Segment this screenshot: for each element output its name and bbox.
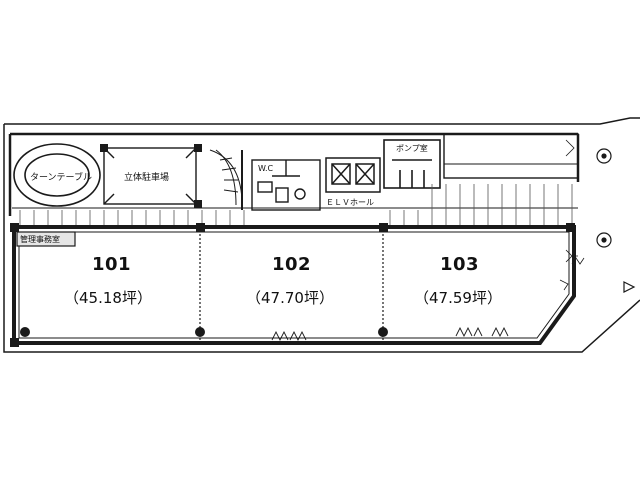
corridor-hatch — [12, 184, 578, 226]
unit-103-number: 103 — [440, 254, 480, 275]
site-markers — [596, 148, 636, 293]
shrubs — [271, 326, 509, 342]
turntable-label: ターンテーブル — [30, 173, 93, 183]
unit-103-area: （47.59坪） — [414, 289, 502, 307]
elevator-hall-label: ＥＬＶホール — [326, 198, 374, 207]
unit-102-area: （47.70坪） — [246, 289, 334, 307]
right-foliage — [559, 139, 585, 291]
wc-label: W.C — [258, 164, 274, 173]
management-office-box — [16, 231, 76, 247]
parking-label: 立体駐車場 — [124, 173, 170, 183]
site-boundary — [3, 117, 640, 353]
upper-columns — [100, 144, 202, 208]
main-building-inner-wall — [18, 231, 570, 339]
upper-right-block — [443, 133, 579, 179]
unit-101-number: 101 — [92, 254, 132, 275]
upper-service-wall — [8, 132, 580, 216]
pump-room-label: ポンプ室 — [396, 144, 428, 153]
pump-room — [383, 139, 441, 189]
main-building-wall — [12, 225, 576, 345]
management-office-label: 管理事務室 — [20, 235, 60, 244]
turntable — [13, 143, 101, 207]
stair-left — [209, 149, 243, 210]
unit-101-area: （45.18坪） — [64, 289, 152, 307]
wc-block — [251, 159, 321, 211]
unit-102-number: 102 — [272, 254, 312, 275]
main-columns — [10, 223, 575, 347]
elevator-block — [325, 157, 381, 193]
unit-partitions — [199, 230, 384, 340]
